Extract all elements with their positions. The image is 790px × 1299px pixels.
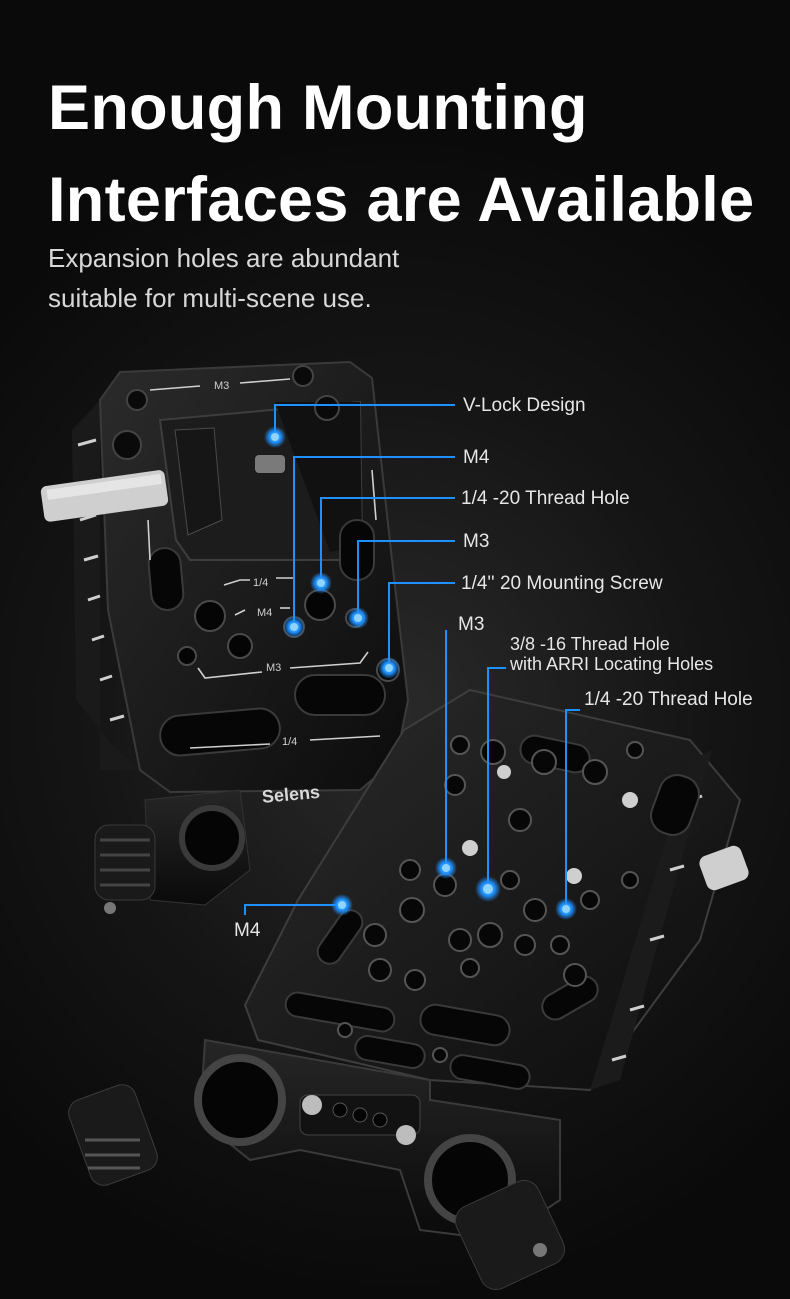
headline-line-1: Enough Mounting: [48, 73, 588, 143]
hotspot-vlock: [264, 426, 286, 448]
callout-mounting-screw: 1/4'' 20 Mounting Screw: [461, 573, 663, 594]
headline-line-2: Interfaces are Available: [48, 165, 755, 235]
callout-thread-hole-quarter-top: 1/4 -20 Thread Hole: [461, 488, 630, 509]
hotspot-mount-screw: [378, 657, 400, 679]
callout-m4-top: M4: [463, 447, 490, 468]
plate-marking-quarter-2: 1/4: [282, 736, 297, 748]
callout-m4-left: M4: [234, 920, 261, 941]
callout-thread-hole-quarter-right: 1/4 -20 Thread Hole: [584, 689, 753, 710]
hotspot-m4-left: [331, 894, 353, 916]
vlock-plate: M3 1/4 M4 M3 1/4 Selens: [40, 360, 410, 807]
callout-thread-hole-38-line2: with ARRI Locating Holes: [510, 654, 714, 674]
hotspot-thread-14-top: [310, 572, 332, 594]
hotspot-thread-38: [475, 876, 501, 902]
hotspot-m4-top: [283, 616, 305, 638]
plate-marking-m3-bottom: M3: [266, 662, 281, 674]
cheese-plate: [243, 688, 749, 1092]
rod-clamp-bottom: [68, 1038, 566, 1291]
subheadline-line-1: Expansion holes are abundant: [48, 243, 400, 273]
rod-clamp-top: [94, 789, 251, 914]
plate-marking-quarter-1: 1/4: [253, 577, 268, 589]
hotspot-m3-top: [347, 607, 369, 629]
subheadline-line-2: suitable for multi-scene use.: [48, 283, 372, 313]
hotspot-thread-14-right: [555, 898, 577, 920]
callout-m3-top: M3: [463, 531, 490, 552]
callout-vlock-design: V-Lock Design: [463, 395, 586, 416]
subheadline: Expansion holes are abundant suitable fo…: [48, 238, 399, 318]
plate-marking-m4: M4: [257, 607, 272, 619]
callout-thread-hole-38-line1: 3/8 -16 Thread Hole: [510, 634, 670, 654]
hotspot-m3-mid: [435, 857, 457, 879]
callout-m3-mid: M3: [458, 614, 485, 635]
plate-marking-m3-top: M3: [214, 380, 229, 392]
headline: Enough Mounting Interfaces are Available: [48, 62, 754, 246]
hotspot-markers: [264, 426, 577, 920]
brand-logo: Selens: [261, 782, 321, 807]
